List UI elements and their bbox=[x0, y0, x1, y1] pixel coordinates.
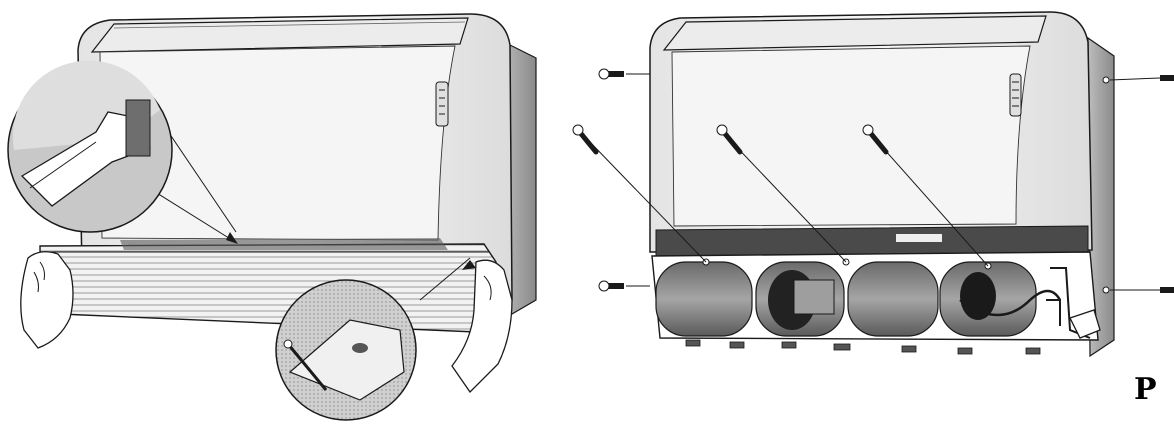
panel-label: P bbox=[1134, 372, 1157, 407]
left-hand-icon bbox=[20, 251, 74, 349]
left-unit bbox=[7, 13, 537, 421]
right-unit-front-panel bbox=[671, 45, 1031, 227]
screw-icon bbox=[598, 68, 624, 80]
right-unit-control-panel bbox=[1009, 73, 1022, 117]
left-unit-control-panel bbox=[435, 81, 449, 127]
left-unit-front-grille bbox=[39, 243, 497, 333]
base-tabs bbox=[685, 339, 1041, 355]
screw-icon bbox=[572, 124, 599, 155]
clip-zoom-callout bbox=[7, 60, 238, 244]
right-unit-support-band bbox=[655, 225, 1089, 257]
left-unit-front-panel bbox=[99, 45, 456, 241]
blower-housing-3 bbox=[847, 261, 939, 337]
left-unit-lower-cavity bbox=[120, 238, 448, 250]
right-unit bbox=[572, 11, 1174, 358]
screw-icon bbox=[716, 124, 743, 155]
blower-housing-1 bbox=[655, 261, 753, 337]
right-unit-top-intake bbox=[662, 15, 1047, 51]
screw-zoom-callout bbox=[275, 257, 476, 421]
screw-icon bbox=[598, 280, 624, 292]
right-hand-icon bbox=[451, 259, 513, 394]
screw-icon bbox=[862, 124, 889, 155]
